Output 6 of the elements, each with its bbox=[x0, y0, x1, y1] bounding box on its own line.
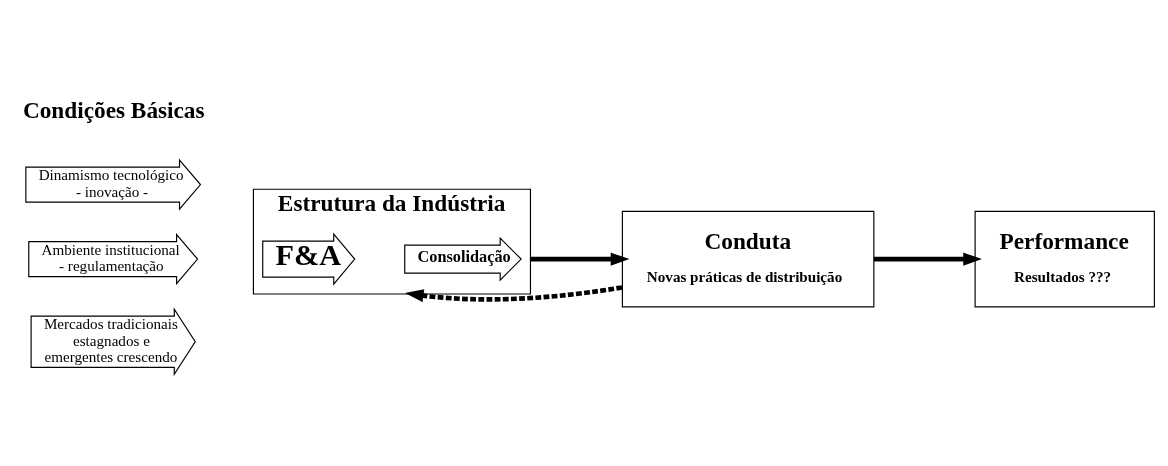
node-box: Conduta Novas práticas de distribuição bbox=[621, 210, 875, 307]
label: Condições Básicas bbox=[22, 96, 205, 123]
arrow bbox=[873, 252, 982, 266]
arrow bbox=[404, 284, 623, 302]
node-box: Performance Resultados ??? bbox=[974, 210, 1155, 307]
arrow bbox=[530, 252, 630, 266]
